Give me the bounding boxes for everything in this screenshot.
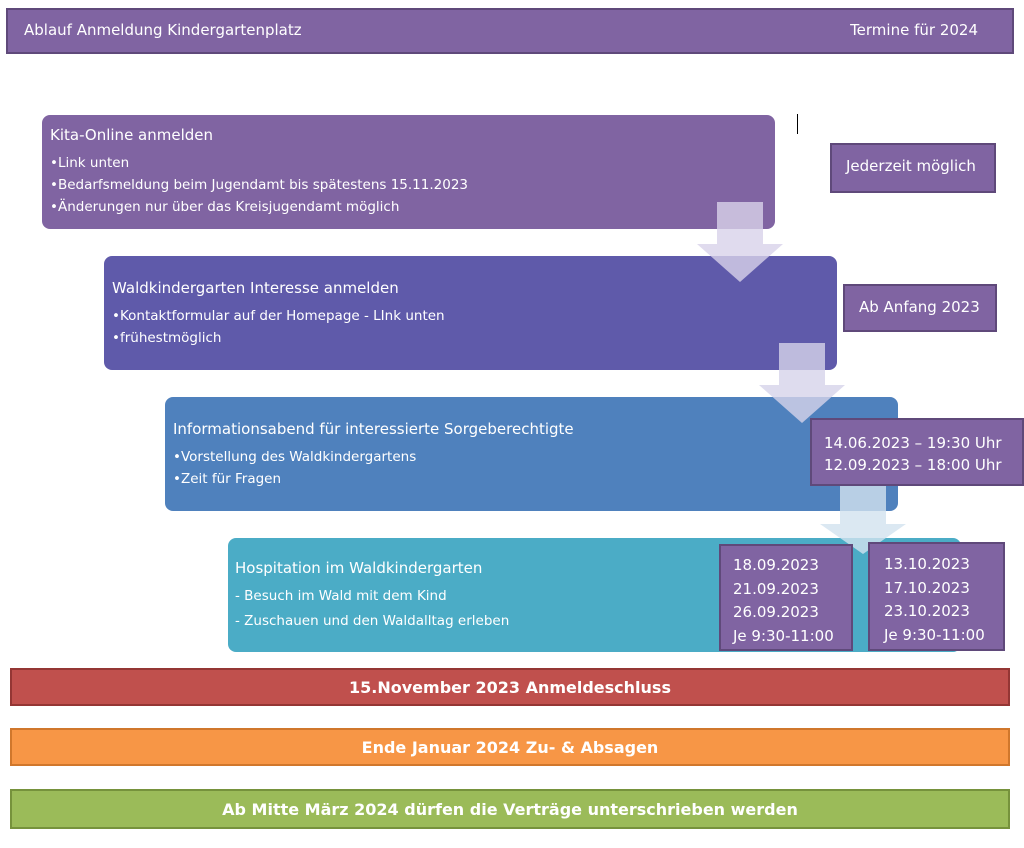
step-info-evening: Informationsabend für interessierte Sorg… [165, 397, 898, 511]
note-hospitation-dates-oct: 13.10.2023 17.10.2023 23.10.2023 Je 9:30… [868, 542, 1005, 651]
step-title: Hospitation im Waldkindergarten [235, 559, 483, 577]
step-bullet: •Bedarfsmeldung beim Jugendamt bis späte… [50, 177, 468, 193]
contracts-bar: Ab Mitte März 2024 dürfen die Verträge u… [10, 789, 1010, 829]
step-bullet: •Zeit für Fragen [173, 471, 282, 487]
step-bullet: •Änderungen nur über das Kreisjugendamt … [50, 199, 400, 215]
step-bullet: •frühestmöglich [112, 330, 222, 346]
header-banner: Ablauf Anmeldung Kindergartenplatz Termi… [6, 8, 1014, 54]
note-anytime: Jederzeit möglich [830, 143, 996, 193]
deadline-bar: 15.November 2023 Anmeldeschluss [10, 668, 1010, 706]
down-arrow-icon [759, 343, 845, 423]
schedule-year-label: Termine für 2024 [850, 21, 978, 39]
note-info-dates: 14.06.2023 – 19:30 Uhr 12.09.2023 – 18:0… [810, 418, 1024, 486]
page-title: Ablauf Anmeldung Kindergartenplatz [24, 21, 302, 39]
step-bullet: •Link unten [50, 155, 130, 171]
step-bullet: •Vorstellung des Waldkindergartens [173, 449, 417, 465]
step-bullet: - Besuch im Wald mit dem Kind [235, 588, 447, 604]
step-bullet: - Zuschauen und den Waldalltag erleben [235, 613, 510, 629]
text-cursor [797, 114, 798, 134]
note-hospitation-dates-sept: 18.09.2023 21.09.2023 26.09.2023 Je 9:30… [719, 544, 853, 651]
step-interest: Waldkindergarten Interesse anmelden •Kon… [104, 256, 837, 370]
down-arrow-icon [697, 202, 783, 282]
responses-bar: Ende Januar 2024 Zu- & Absagen [10, 728, 1010, 766]
step-kita-online: Kita-Online anmelden •Link unten •Bedarf… [42, 115, 775, 229]
step-title: Waldkindergarten Interesse anmelden [112, 279, 399, 297]
step-title: Kita-Online anmelden [50, 126, 214, 144]
step-title: Informationsabend für interessierte Sorg… [173, 420, 574, 438]
down-arrow-icon [820, 484, 906, 554]
note-from-start: Ab Anfang 2023 [843, 284, 997, 332]
step-bullet: •Kontaktformular auf der Homepage - LInk… [112, 308, 445, 324]
